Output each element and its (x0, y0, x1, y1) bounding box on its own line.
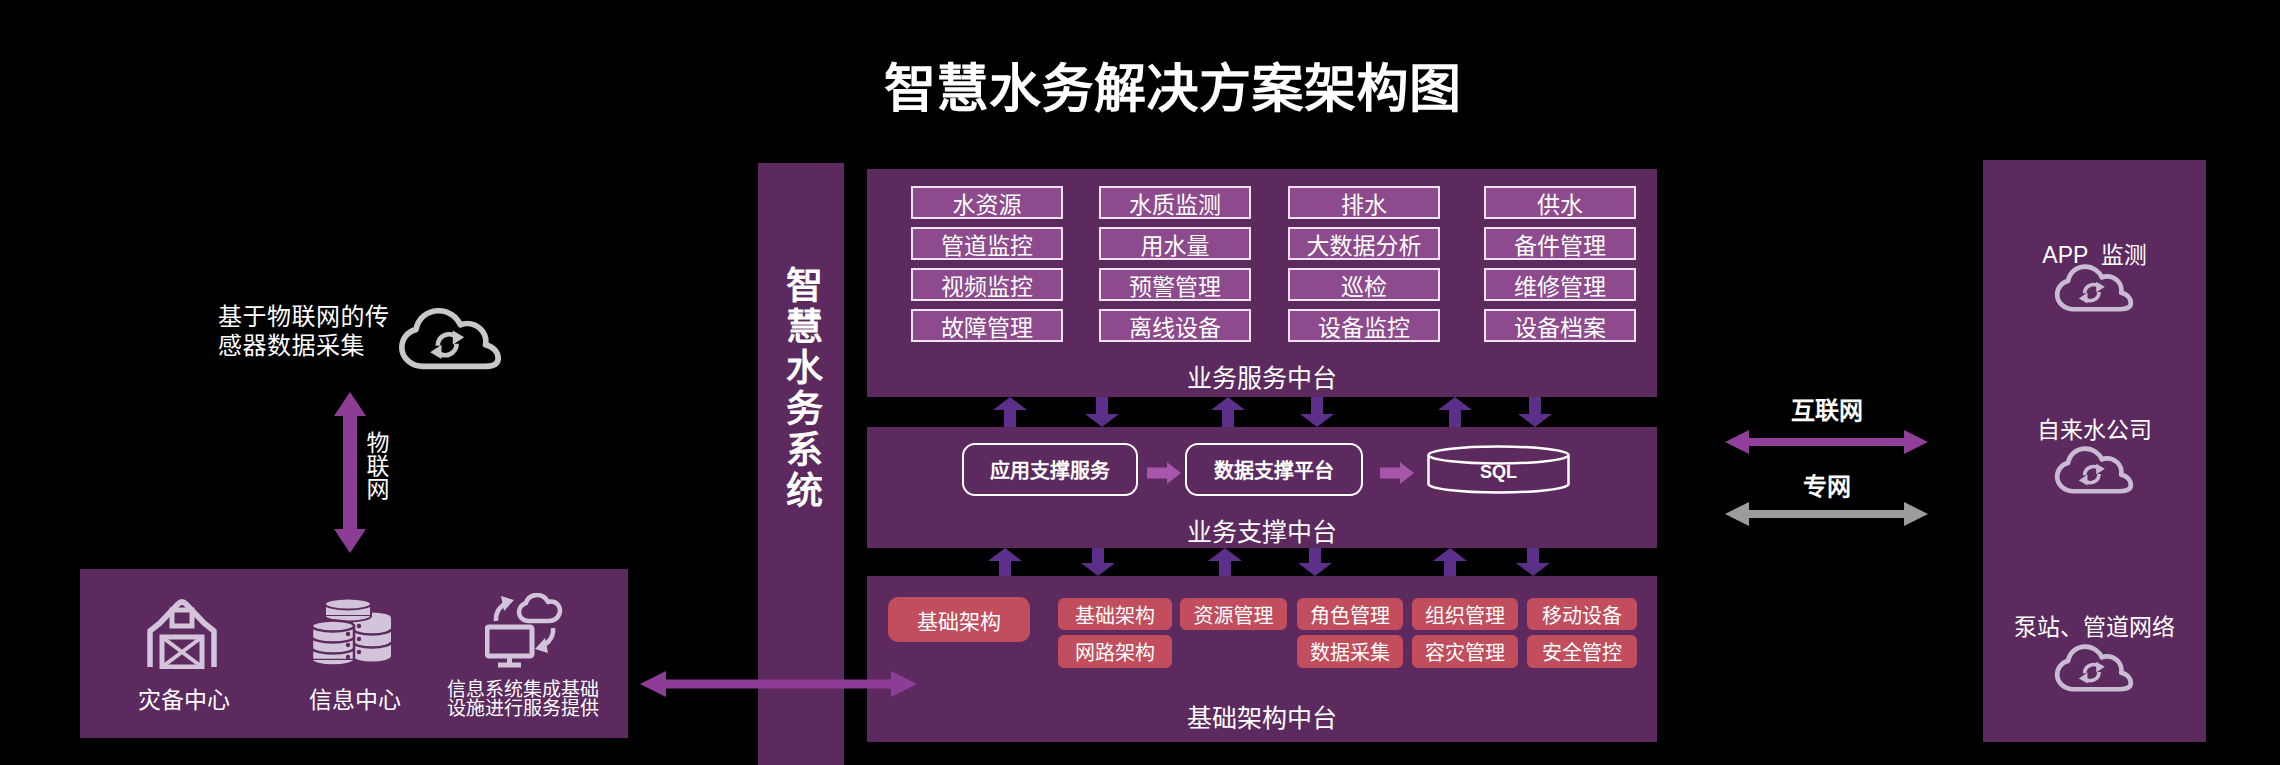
disaster-center-label: 灾备中心 (104, 681, 264, 715)
infra-button[interactable]: 安全管控 (1527, 635, 1637, 668)
flow-arrow (1147, 462, 1181, 484)
down-arrow (1081, 548, 1115, 576)
external-panel: APP 监测 自来水公司 泵站、管道网络 (1983, 160, 2206, 742)
page-title: 智慧水务解决方案架构图 (884, 47, 1462, 122)
infra-button[interactable]: 基础架构 (1058, 598, 1172, 630)
up-arrow (1438, 397, 1472, 427)
info-center-label: 信息中心 (275, 681, 435, 715)
infra-button[interactable]: 角色管理 (1297, 598, 1403, 630)
service-button[interactable]: 用水量 (1099, 227, 1251, 260)
internet-label: 互联网 (1722, 391, 1932, 426)
service-button[interactable]: 预警管理 (1099, 268, 1251, 301)
service-button[interactable]: 巡检 (1288, 268, 1440, 301)
infra-button[interactable]: 移动设备 (1527, 598, 1637, 630)
services-panel: 水资源 水质监测 排水 供水 管道监控 用水量 大数据分析 备件管理 视频监控 … (867, 169, 1657, 397)
integration-label: 信息系统集成基础 设施进行服务提供 (413, 680, 633, 718)
down-arrow (1300, 397, 1334, 427)
down-arrow (1518, 397, 1552, 427)
support-panel-label: 业务支撑中台 (867, 512, 1657, 548)
caption-line1: 基于物联网的传 (218, 302, 390, 331)
service-button[interactable]: 离线设备 (1099, 309, 1251, 342)
up-arrow (988, 548, 1022, 576)
pump-station-label: 泵站、管道网络 (1983, 608, 2206, 642)
up-arrow (1211, 397, 1245, 427)
up-arrow (1433, 548, 1467, 576)
infra-button[interactable]: 组织管理 (1412, 598, 1518, 630)
cloud-sync-icon (2054, 445, 2134, 497)
water-company-label: 自来水公司 (1983, 411, 2206, 445)
data-platform-box[interactable]: 数据支撑平台 (1185, 443, 1363, 496)
up-arrow (993, 397, 1027, 427)
private-network-double-arrow (1725, 502, 1928, 526)
infrastructure-panel: 基础架构 基础架构 资源管理 角色管理 组织管理 移动设备 网路架构 数据采集 … (867, 576, 1657, 742)
caption-line2: 感器数据采集 (218, 331, 390, 360)
service-button[interactable]: 故障管理 (911, 309, 1063, 342)
service-button[interactable]: 供水 (1484, 186, 1636, 219)
service-button[interactable]: 大数据分析 (1288, 227, 1440, 260)
datacenter-panel: 灾备中心 信息中心 信息系统集成基础 设施进行服务提供 (80, 569, 628, 738)
services-panel-label: 业务服务中台 (867, 358, 1657, 394)
down-arrow (1298, 548, 1332, 576)
cloud-sync-icon (397, 306, 503, 374)
service-button[interactable]: 设备档案 (1484, 309, 1636, 342)
infrastructure-panel-label: 基础架构中台 (867, 698, 1657, 734)
infra-main-button[interactable]: 基础架构 (888, 597, 1030, 642)
infra-button[interactable]: 网路架构 (1058, 635, 1172, 668)
iot-vertical-double-arrow (333, 392, 367, 553)
service-button[interactable]: 备件管理 (1484, 227, 1636, 260)
cloud-sync-icon (2054, 263, 2134, 315)
support-panel: 应用支撑服务 数据支撑平台 SQL 业务支撑中台 (867, 427, 1657, 548)
down-arrow (1516, 548, 1550, 576)
down-arrow (1085, 397, 1119, 427)
service-button[interactable]: 视频监控 (911, 268, 1063, 301)
sql-database-icon[interactable]: SQL (1425, 445, 1572, 495)
cloud-sync-icon (2054, 643, 2134, 695)
system-bar-label: 智慧水务系统 (783, 266, 820, 512)
datacenter-link-arrow (640, 671, 917, 697)
service-button[interactable]: 排水 (1288, 186, 1440, 219)
service-button[interactable]: 设备监控 (1288, 309, 1440, 342)
service-button[interactable]: 维修管理 (1484, 268, 1636, 301)
iot-sensor-caption: 基于物联网的传 感器数据采集 (218, 302, 390, 360)
service-button[interactable]: 水资源 (911, 186, 1063, 219)
infra-button[interactable]: 容灾管理 (1412, 635, 1518, 668)
sql-label: SQL (1425, 462, 1572, 483)
infra-button[interactable]: 资源管理 (1180, 598, 1287, 630)
service-button[interactable]: 水质监测 (1099, 186, 1251, 219)
iot-network-label: 物联网 (364, 431, 387, 500)
infra-button[interactable]: 数据采集 (1297, 635, 1403, 668)
computer-cloud-sync-icon (485, 593, 563, 671)
internet-double-arrow (1725, 430, 1928, 454)
private-network-label: 专网 (1722, 467, 1932, 502)
flow-arrow (1380, 462, 1414, 484)
up-arrow (1208, 548, 1242, 576)
barn-icon (142, 593, 222, 669)
app-support-box[interactable]: 应用支撑服务 (962, 443, 1138, 496)
service-button[interactable]: 管道监控 (911, 227, 1063, 260)
database-icon (312, 598, 392, 666)
